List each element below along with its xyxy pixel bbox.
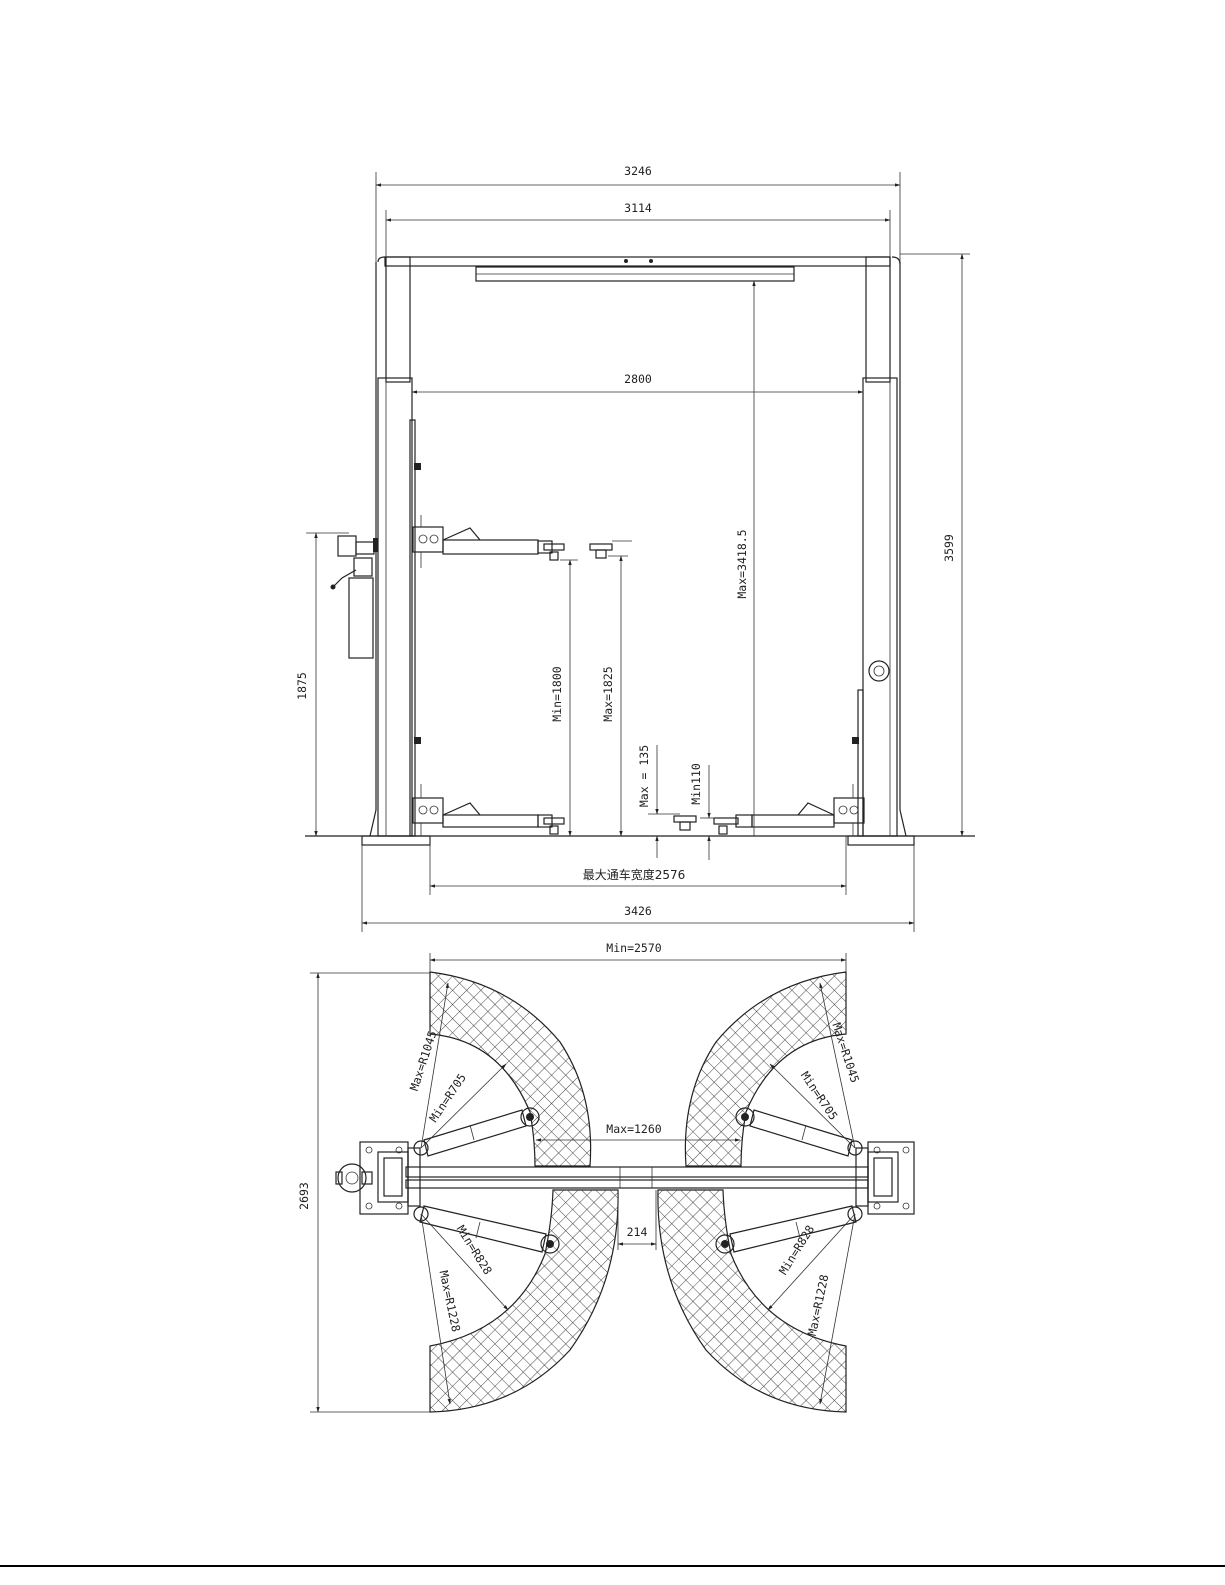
overhead-beam-top-view	[406, 1167, 868, 1188]
front-dimensions: 3246 3114 2800 3599 Max=3418.5 1875 Min	[295, 164, 970, 932]
dim-base-width: 3426	[624, 904, 652, 918]
dim-max-lift-height: Max=3418.5	[735, 529, 749, 598]
dim-center-gap: 214	[627, 1225, 648, 1239]
swing-zone-rear-left	[430, 1190, 618, 1412]
right-base-plate	[848, 836, 914, 845]
label-rear-right-max-radius: Max=R1228	[805, 1273, 832, 1337]
arm-rear-left	[414, 1206, 559, 1253]
dim-max-pad-height: Max = 135	[637, 745, 651, 807]
swing-zone-front-right	[685, 972, 846, 1166]
dim-min-pad-height: Min110	[689, 763, 703, 805]
label-front-left-min-radius: Min=R705	[426, 1071, 469, 1125]
dim-column-span: 3114	[624, 201, 652, 215]
label-rear-right-min-radius: Min=R828	[776, 1223, 817, 1277]
label-front-left-max-radius: Max=R1045	[407, 1029, 440, 1093]
arm-rear-right	[716, 1206, 862, 1253]
right-column	[852, 257, 906, 836]
right-column-base	[856, 1142, 914, 1214]
dim-overall-width: 3246	[624, 164, 652, 178]
dim-max-arm-reach: Max=1260	[606, 1122, 661, 1136]
arm-front-right	[736, 1108, 862, 1156]
dim-overall-height: 3599	[942, 534, 956, 562]
left-base-plate	[362, 836, 430, 845]
power-unit	[331, 536, 379, 658]
dim-inner-clearance: 2800	[624, 372, 652, 386]
label-front-right-min-radius: Min=R705	[798, 1069, 841, 1123]
swing-zone-front-left	[430, 972, 591, 1166]
dim-overall-depth: 2693	[297, 1182, 311, 1210]
dim-max-drive-through: 最大通车宽度2576	[583, 867, 686, 882]
dim-max-arm-height: Max=1825	[601, 666, 615, 721]
label-rear-left-min-radius: Min=R828	[454, 1223, 495, 1277]
left-column-base	[360, 1142, 420, 1214]
dim-min-width: Min=2570	[606, 941, 661, 955]
motor-top-view	[336, 1164, 372, 1192]
upper-lift-arm	[413, 515, 632, 568]
right-column-handwheel	[869, 661, 889, 681]
dim-power-unit-height: 1875	[295, 672, 309, 700]
label-rear-left-max-radius: Max=R1228	[437, 1269, 464, 1333]
top-view: Min=2570 2693 Max=1260 214 Max=R1045 Min…	[297, 941, 914, 1412]
overhead-beam	[385, 257, 890, 266]
front-view: 3246 3114 2800 3599 Max=3418.5 1875 Min	[295, 164, 975, 932]
dim-min-arm-height: Min=1800	[550, 666, 564, 721]
